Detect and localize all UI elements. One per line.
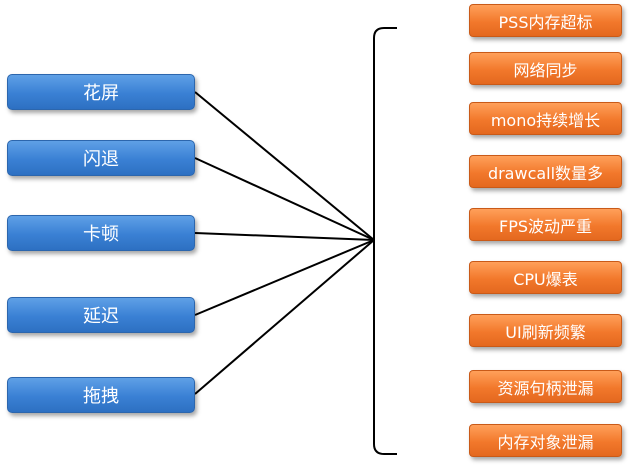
symptom-label: 卡顿 bbox=[83, 224, 119, 245]
cause-label: UI刷新频繁 bbox=[505, 322, 586, 342]
cause-label: FPS波动严重 bbox=[498, 216, 592, 236]
symptom-box-kadun: 卡顿 bbox=[7, 215, 195, 251]
connector-line-kadun bbox=[194, 232, 375, 241]
symptom-label: 拖拽 bbox=[83, 386, 119, 407]
connector-line-shantui bbox=[194, 157, 375, 241]
cause-box-pss-memory: PSS内存超标 bbox=[469, 4, 622, 37]
symptom-box-huaping: 花屏 bbox=[7, 74, 195, 110]
cause-box-cpu-spike: CPU爆表 bbox=[469, 261, 622, 294]
cause-label: drawcall数量多 bbox=[487, 163, 604, 183]
cause-label: PSS内存超标 bbox=[498, 12, 593, 32]
symptom-box-shantui: 闪退 bbox=[7, 140, 195, 176]
cause-box-drawcall: drawcall数量多 bbox=[469, 155, 622, 188]
cause-box-memory-object-leak: 内存对象泄漏 bbox=[469, 424, 622, 457]
symptom-label: 闪退 bbox=[83, 149, 119, 170]
cause-box-mono-growth: mono持续增长 bbox=[469, 102, 622, 135]
cause-label: 内存对象泄漏 bbox=[497, 432, 594, 452]
cause-label: CPU爆表 bbox=[513, 269, 578, 289]
symptom-box-yanchi: 延迟 bbox=[7, 297, 195, 333]
cause-label: 资源句柄泄漏 bbox=[497, 378, 594, 398]
cause-box-resource-handle-leak: 资源句柄泄漏 bbox=[469, 370, 622, 403]
cause-bracket bbox=[373, 27, 397, 455]
cause-label: mono持续增长 bbox=[490, 110, 601, 130]
cause-label: 网络同步 bbox=[513, 60, 578, 80]
connector-line-huaping bbox=[194, 91, 375, 241]
connector-line-yanchi bbox=[194, 239, 375, 316]
symptom-label: 延迟 bbox=[83, 306, 119, 327]
cause-box-network-sync: 网络同步 bbox=[469, 52, 622, 85]
cause-box-ui-refresh: UI刷新频繁 bbox=[469, 314, 622, 347]
connector-line-tuozhuai bbox=[194, 239, 375, 395]
symptom-box-tuozhuai: 拖拽 bbox=[7, 377, 195, 413]
symptom-label: 花屏 bbox=[83, 83, 119, 104]
cause-box-fps-fluctuation: FPS波动严重 bbox=[469, 208, 622, 241]
